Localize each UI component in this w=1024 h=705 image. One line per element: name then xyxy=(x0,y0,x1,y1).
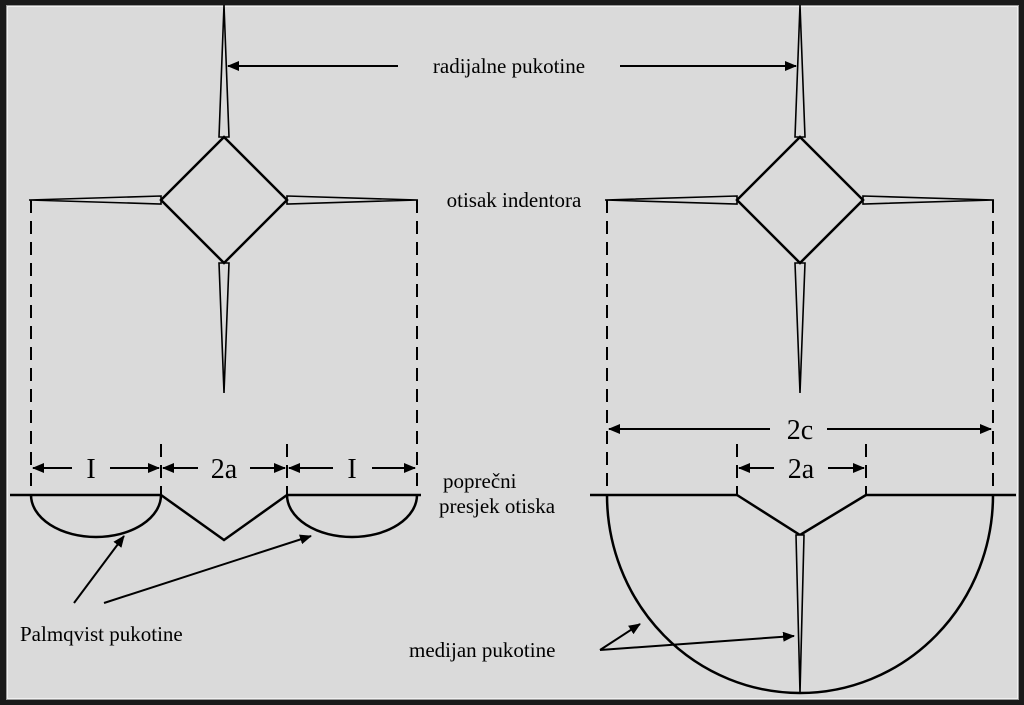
radial-crack-down-right xyxy=(794,262,806,394)
radial-crack-down xyxy=(218,262,230,394)
palmqvist-leader-arrows xyxy=(73,534,312,604)
dim-label-indent-diagonal-left: 2a xyxy=(211,454,238,485)
label-cross-section-line1: poprečni xyxy=(443,469,517,493)
palmqvist-crack-right xyxy=(285,494,419,539)
radial-crack-up-right xyxy=(794,4,806,138)
label-median-cracks: medijan pukotine xyxy=(409,638,555,662)
palmqvist-indent-top-view xyxy=(28,4,419,394)
radial-crack-up xyxy=(218,4,230,138)
median-indent-top-view xyxy=(604,4,995,394)
median-leader-arrows xyxy=(599,623,795,651)
diagram-panel xyxy=(6,5,1019,700)
indent-impression-diamond-right xyxy=(735,135,865,265)
radial-crack-left xyxy=(28,195,162,205)
dim-label-crack-length-right: I xyxy=(347,454,356,485)
dim-label-crack-length-left: I xyxy=(86,454,95,485)
dimension-arrows-right xyxy=(608,424,992,473)
dim-label-indent-diagonal-right: 2a xyxy=(788,454,815,485)
label-radial-cracks: radijalne pukotine xyxy=(433,54,585,78)
radial-crack-left-right xyxy=(604,195,738,205)
radial-crack-right-right xyxy=(862,195,995,205)
palmqvist-crack-profiles xyxy=(29,494,419,539)
palmqvist-crack-left xyxy=(29,494,163,539)
label-cross-section-line2: presjek otiska xyxy=(439,494,556,518)
projection-lines-left xyxy=(30,200,418,495)
median-crack-spike xyxy=(795,534,805,694)
label-palmqvist-cracks: Palmqvist pukotine xyxy=(20,622,183,646)
median-crack-profile xyxy=(605,494,995,695)
label-indent-impression: otisak indentora xyxy=(447,188,582,212)
radial-crack-right xyxy=(286,195,419,205)
dim-label-crack-diameter: 2c xyxy=(787,415,813,446)
indent-impression-diamond xyxy=(159,135,289,265)
projection-lines-right xyxy=(606,200,994,495)
